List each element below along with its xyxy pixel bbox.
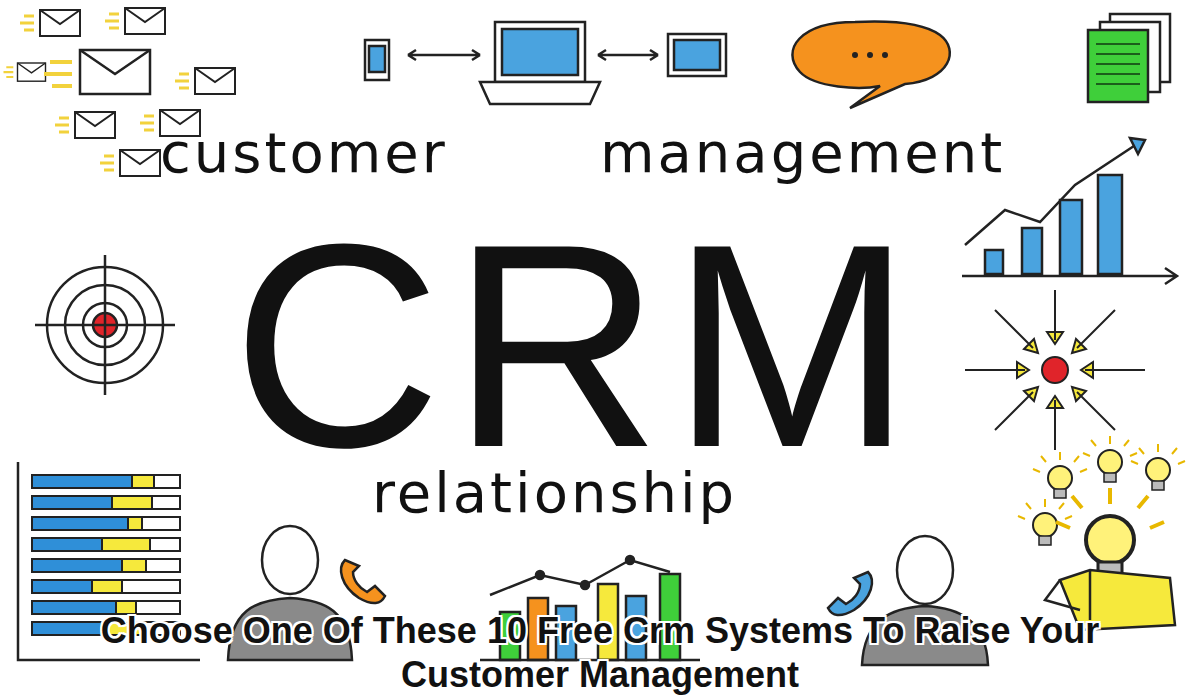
device-icons (365, 22, 726, 104)
acronym-heading: CRM (232, 200, 922, 490)
speech-bubble (792, 22, 949, 108)
lightbulb-icons (1018, 436, 1185, 630)
word-label: customer (160, 120, 448, 185)
word-label: management (600, 120, 1005, 185)
converging-arrows (965, 290, 1145, 450)
document-stack (1088, 14, 1170, 102)
target-icon (35, 255, 175, 395)
word-label: relationship (372, 460, 737, 525)
caption-text: Choose One Of These 10 Free Crm Systems … (100, 609, 1100, 697)
